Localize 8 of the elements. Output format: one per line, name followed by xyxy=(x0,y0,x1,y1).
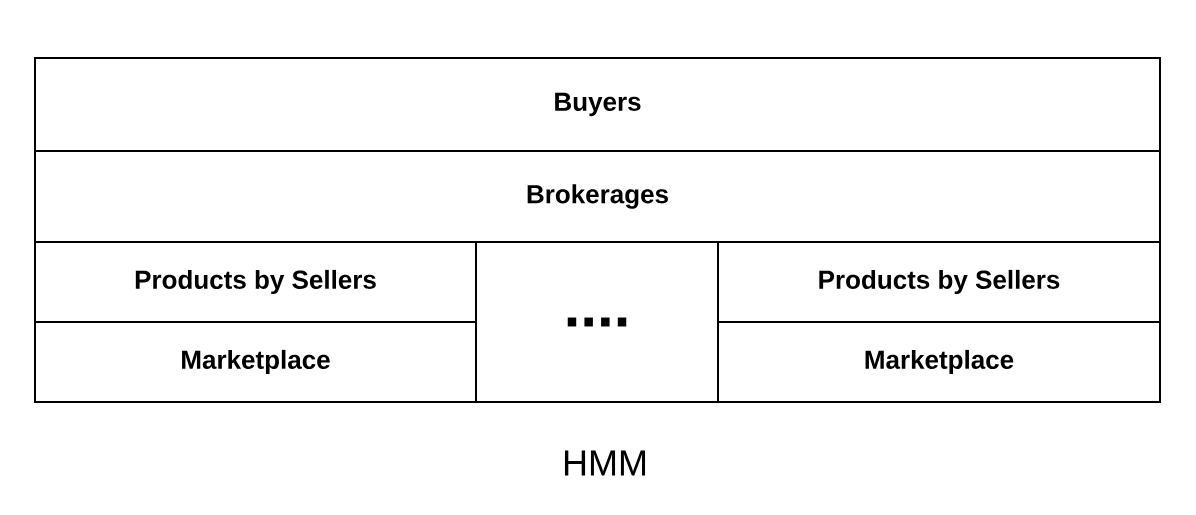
layer-box: Marketplace xyxy=(717,321,1161,403)
layer-box: Products by Sellers xyxy=(34,241,477,323)
ellipsis-box: .... xyxy=(475,241,719,403)
layer-box: Brokerages xyxy=(34,150,1161,243)
layer-box: Marketplace xyxy=(34,321,477,403)
layer-box: Buyers xyxy=(34,57,1161,152)
layer-box: Products by Sellers xyxy=(717,241,1161,323)
caption: HMM xyxy=(564,450,646,476)
